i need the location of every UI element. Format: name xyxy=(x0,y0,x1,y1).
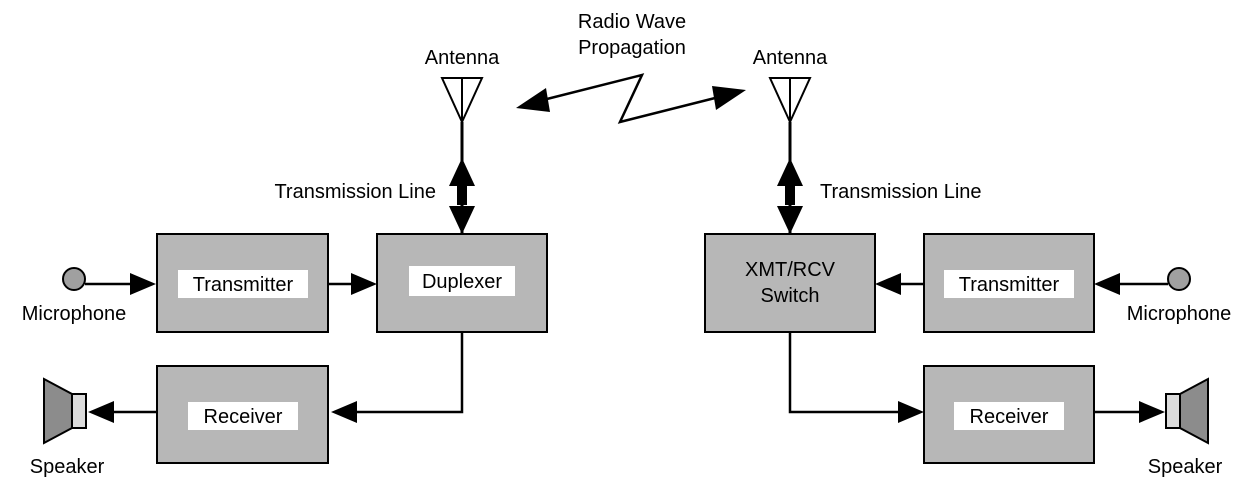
left-duplexer-label-bg xyxy=(409,266,515,296)
left-antenna-label: Antenna xyxy=(425,47,500,69)
right-speaker-label: Speaker xyxy=(1148,456,1223,478)
right-antenna-icon xyxy=(768,77,812,125)
right-receiver-label: Receiver xyxy=(970,406,1049,428)
left-transmitter-label-bg xyxy=(178,270,308,298)
right-transmitter-label-bg xyxy=(944,270,1074,298)
right-switch-label-line1: XMT/RCV xyxy=(745,259,836,281)
right-transmission-arrow-down-icon xyxy=(777,206,803,234)
left-microphone-icon xyxy=(62,267,86,291)
right-transmission-line-body xyxy=(785,180,795,205)
right-microphone-icon xyxy=(1167,267,1191,291)
right-mic-arrow-icon xyxy=(1094,273,1120,295)
left-transmission-arrow-down-icon xyxy=(449,206,475,234)
right-microphone-label: Microphone xyxy=(1127,303,1232,325)
radio-wave-label-line2: Propagation xyxy=(578,37,686,59)
right-switch-label-line2: Switch xyxy=(761,285,820,307)
left-speaker-label: Speaker xyxy=(30,456,105,478)
left-receiver-label: Receiver xyxy=(204,406,283,428)
radio-wave-arrow-left-icon xyxy=(516,88,550,112)
left-duplexer-label: Duplexer xyxy=(422,271,502,293)
left-receiver-arrow-icon xyxy=(88,401,114,423)
right-speaker-icon xyxy=(1165,377,1209,445)
left-transmitter-arrow-icon xyxy=(351,273,377,295)
right-receiver-label-bg xyxy=(954,402,1064,430)
right-receiver-arrow-icon xyxy=(1139,401,1165,423)
left-antenna-icon xyxy=(440,77,484,125)
right-antenna-label: Antenna xyxy=(753,47,828,69)
left-duplexer-to-receiver-line xyxy=(357,332,464,414)
right-transmission-arrow-up-icon xyxy=(777,158,803,186)
left-receiver-label-bg xyxy=(188,402,298,430)
right-switch-arrow-icon xyxy=(898,401,924,423)
left-transmitter-label: Transmitter xyxy=(193,274,294,296)
left-duplexer-arrow-icon xyxy=(331,401,357,423)
right-switch-to-receiver-line xyxy=(788,332,898,414)
left-transmission-line-label: Transmission Line xyxy=(274,181,436,203)
left-transmission-arrow-up-icon xyxy=(449,158,475,186)
right-transmitter-arrow-icon xyxy=(875,273,901,295)
radio-wave-arrow-right-icon xyxy=(712,86,746,110)
radio-wave-zigzag xyxy=(534,73,728,124)
radio-wave-label-line1: Radio Wave xyxy=(578,11,686,33)
left-mic-arrow-icon xyxy=(130,273,156,295)
left-speaker-icon xyxy=(43,377,87,445)
right-switch-block xyxy=(704,233,876,333)
left-transmission-line-body xyxy=(457,180,467,205)
left-microphone-label: Microphone xyxy=(22,303,127,325)
right-transmitter-label: Transmitter xyxy=(959,274,1060,296)
right-transmission-line-label: Transmission Line xyxy=(820,181,982,203)
